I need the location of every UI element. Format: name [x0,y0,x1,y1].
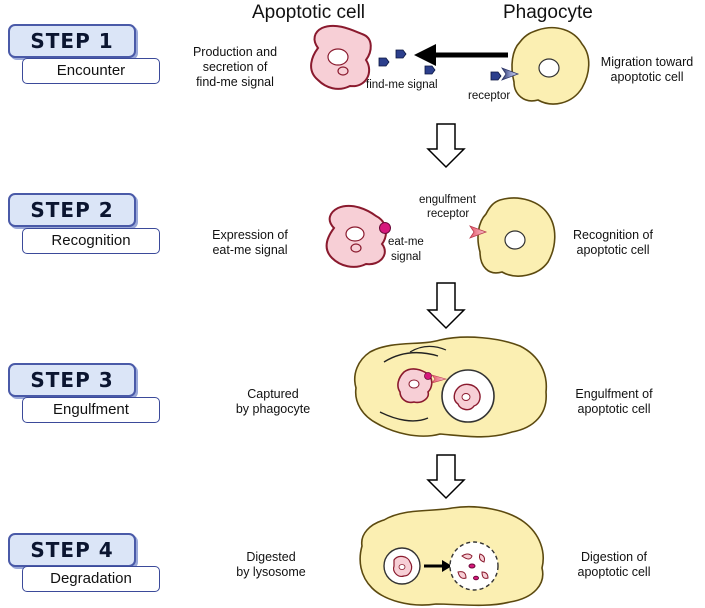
desc-line: find-me signal [196,75,274,89]
cell-fragment [345,226,365,242]
desc-line: Migration toward [600,55,694,69]
apoptotic-cell-header: Apoptotic cell [252,2,366,23]
step-2-left-description: Expression of eat-me signal [198,228,302,258]
step-4-right-description: Digestion of apoptotic cell [562,550,666,580]
membrane-fold [409,345,447,353]
step-2-right-description: Recognition of apoptotic cell [558,228,668,258]
eat-me-signal-icon [379,222,391,234]
find-me-signal-icon [378,57,390,67]
cell-fragment [398,564,406,570]
step-3-badge: STEP 3 [8,363,136,397]
cell-fragment [408,379,420,389]
phagocyte-header: Phagocyte [503,2,593,23]
cell-fragment [337,66,349,76]
step-1-apoptotic-cell [310,24,372,90]
engulfment-receptor-label-2: receptor [427,208,470,220]
desc-line: by lysosome [236,565,306,579]
step-4-name: Degradation [22,566,160,592]
digested-fragments [457,553,489,581]
cell-fragment [350,243,362,253]
desc-line: Engulfment of [575,387,653,401]
step-1-left-description: Production and secretion of find-me sign… [176,45,294,90]
find-me-signal-icon [424,65,436,75]
find-me-signal-icon [490,71,502,81]
eat-me-signal-icon [424,372,432,380]
find-me-signal-icon [395,49,407,59]
step-4-left-description: Digested by lysosome [222,550,320,580]
eat-me-signal-label-1: eat-me [388,236,424,248]
engulfment-receptor-label-1: engulfment [419,194,476,206]
desc-line: Captured [247,387,299,401]
desc-line: eat-me signal [212,243,288,257]
find-me-signal-molecules [378,49,502,81]
desc-line: secretion of [202,60,268,74]
nucleus [538,58,560,78]
captured-apoptotic-cell [397,368,448,404]
step-3-name: Engulfment [22,397,160,423]
down-arrow-icon [426,454,466,500]
membrane-fold [379,411,429,422]
migration-arrow [414,44,508,66]
desc-line: apoptotic cell [576,243,650,257]
cell-fragment [461,393,471,401]
step-1-phagocyte [500,26,590,105]
down-arrow-icon [426,123,466,169]
receptor-label: receptor [468,90,511,102]
desc-line: Recognition of [573,228,653,242]
eat-me-signal-label-2: signal [391,251,422,263]
receptor-icon [500,67,520,81]
cell-fragment [327,48,349,66]
step-2-badge: STEP 2 [8,193,136,227]
step-2-name: Recognition [22,228,160,254]
desc-line: Digested [246,550,296,564]
step-1-badge: STEP 1 [8,24,136,58]
step-3-left-description: Captured by phagocyte [220,387,326,417]
desc-line: apoptotic cell [610,70,684,84]
membrane-fold [383,351,439,363]
desc-line: Expression of [212,228,288,242]
step-4-badge: STEP 4 [8,533,136,567]
find-me-signal-label: find-me signal [366,79,438,91]
step-2-apoptotic-cell [325,204,391,268]
desc-line: apoptotic cell [577,402,651,416]
desc-line: apoptotic cell [577,565,651,579]
desc-line: Production and [192,45,278,59]
engulfment-receptor-icon [468,225,488,239]
desc-line: Digestion of [580,550,647,564]
step-1-name: Encounter [22,58,160,84]
digestion-arrow [424,560,452,572]
engulfment-receptor-icon [431,374,448,384]
nucleus [504,230,526,250]
step-4-phagocyte [359,505,544,607]
down-arrow-icon [426,282,466,330]
step-3-phagocyte [354,336,548,438]
step-1-right-description: Migration toward apoptotic cell [592,55,702,85]
desc-line: by phagocyte [235,402,311,416]
step-2-phagocyte [468,197,556,277]
step-3-right-description: Engulfment of apoptotic cell [560,387,668,417]
